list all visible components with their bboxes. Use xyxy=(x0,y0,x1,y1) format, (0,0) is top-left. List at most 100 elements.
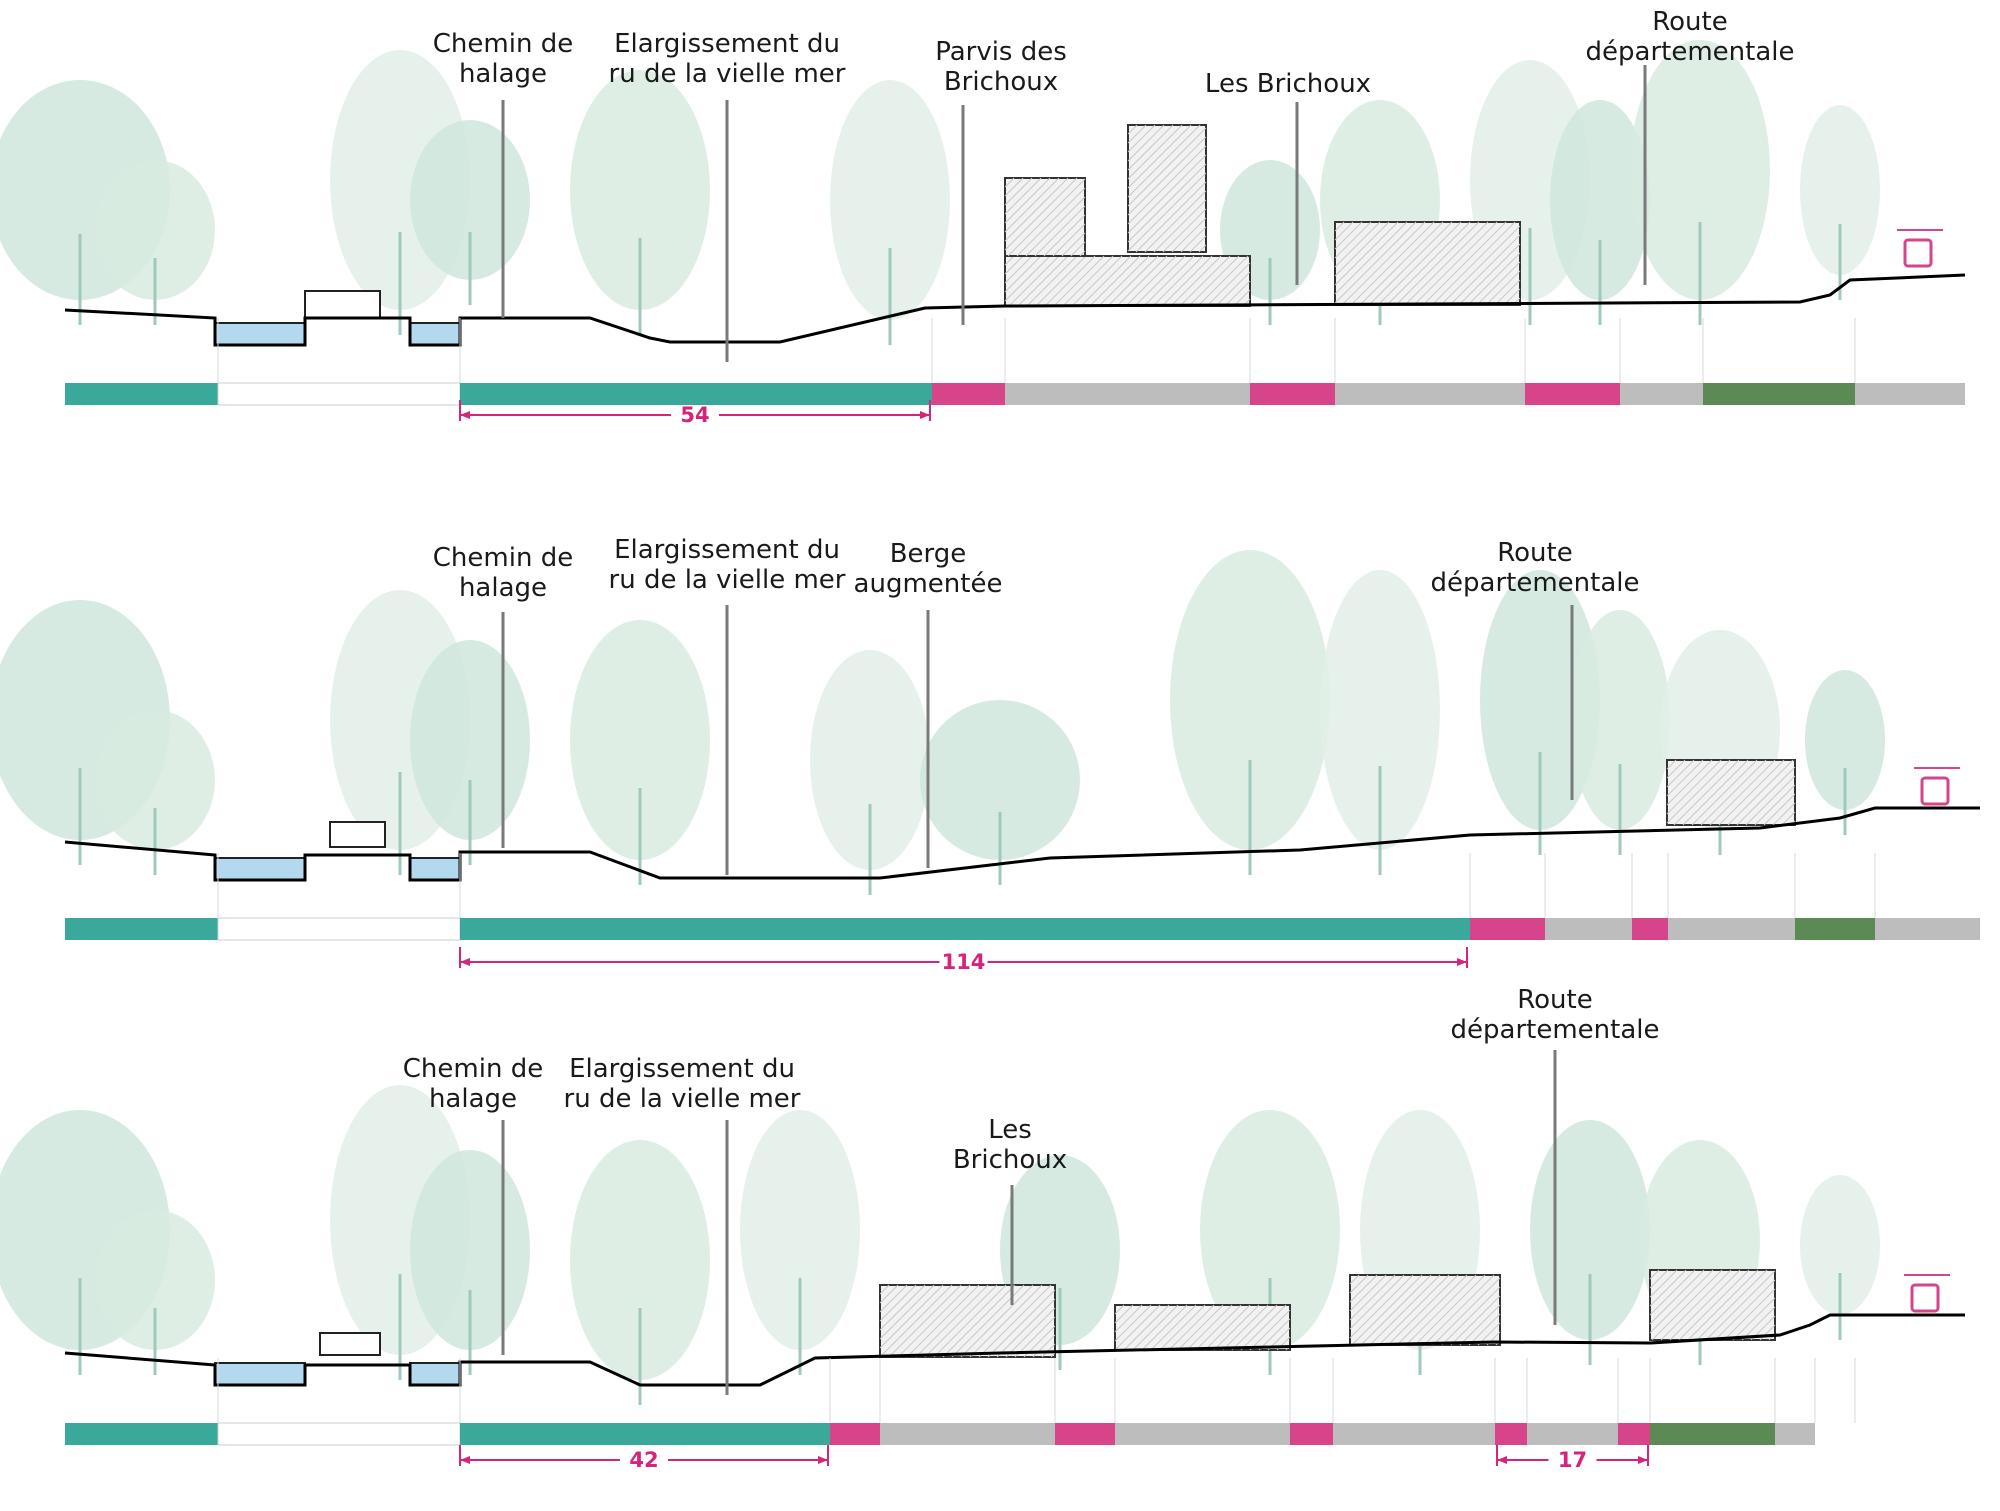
building-hatch xyxy=(1025,196,1086,257)
building-hatch xyxy=(1053,255,1105,307)
tree-canopy xyxy=(1200,1110,1340,1350)
zone-band-grey xyxy=(1775,1423,1815,1445)
building-hatch xyxy=(1441,1286,1501,1346)
label-line: Chemin de xyxy=(403,1054,543,1084)
building-hatch xyxy=(1004,177,1078,251)
building-hatch xyxy=(1004,177,1069,242)
building-hatch xyxy=(1107,255,1159,307)
building-hatch xyxy=(1334,221,1381,268)
building-hatch xyxy=(1127,124,1147,144)
dimension-arrow xyxy=(1638,1456,1648,1464)
building-hatch xyxy=(1649,1269,1696,1316)
building-hatch xyxy=(1349,1274,1387,1312)
building-hatch xyxy=(879,1284,935,1340)
zone-band-white xyxy=(217,382,461,406)
zone-band-grey xyxy=(1527,1423,1618,1445)
building-hatch xyxy=(1666,759,1731,824)
tree-canopy xyxy=(570,620,710,860)
building-hatch xyxy=(1079,250,1086,257)
building-hatch xyxy=(879,1284,917,1322)
building-hatch xyxy=(1004,177,1060,233)
tree-canopy xyxy=(830,80,950,320)
building-hatch xyxy=(1050,1352,1056,1358)
zone-band-teal xyxy=(65,918,218,940)
zone-band-grey xyxy=(1545,918,1632,940)
label-line: Les Brichoux xyxy=(1205,69,1371,99)
building-hatch xyxy=(1127,124,1165,162)
building-hatch xyxy=(1014,1316,1056,1358)
building-hatch xyxy=(1649,1269,1705,1325)
building-hatch xyxy=(1745,775,1796,826)
building-hatch xyxy=(1378,1274,1450,1346)
building-hatch xyxy=(1161,255,1213,307)
building-hatch xyxy=(1673,759,1740,826)
building-hatch xyxy=(879,1284,890,1295)
building-hatch xyxy=(1127,163,1207,243)
building xyxy=(1004,255,1251,307)
building-hatch xyxy=(1026,255,1078,307)
building-hatch xyxy=(1197,255,1249,307)
building-hatch xyxy=(969,1284,1043,1358)
building-hatch xyxy=(1159,1304,1206,1351)
dimension-value: 54 xyxy=(680,403,709,427)
label-brichoux: Les Brichoux xyxy=(1205,69,1371,99)
building-hatch xyxy=(1127,154,1207,234)
building xyxy=(1127,124,1207,253)
building-hatch xyxy=(1089,255,1141,307)
building-hatch xyxy=(1098,255,1150,307)
building-hatch xyxy=(1666,759,1722,815)
building-hatch xyxy=(879,1284,953,1358)
building-hatch xyxy=(1204,1304,1251,1351)
building-hatch xyxy=(1035,255,1087,307)
building-hatch xyxy=(1004,177,1042,215)
building-hatch xyxy=(1334,221,1390,277)
label-line: Brichoux xyxy=(953,1145,1067,1175)
building-hatch xyxy=(1132,1304,1179,1351)
building-hatch xyxy=(1195,1304,1242,1351)
building-hatch xyxy=(1188,255,1240,307)
tree-canopy xyxy=(95,1210,215,1350)
building-hatch xyxy=(1162,208,1207,253)
building-hatch xyxy=(1423,1274,1495,1346)
building-hatch xyxy=(1727,759,1794,826)
building-hatch xyxy=(1258,1318,1291,1351)
building-hatch xyxy=(1687,1269,1759,1341)
zone-band-magenta xyxy=(932,383,1005,405)
tree-canopy xyxy=(1320,570,1440,850)
building-hatch xyxy=(1666,759,1713,806)
building-hatch xyxy=(1334,221,1399,286)
building-hatch xyxy=(1405,1274,1477,1346)
building-hatch xyxy=(1004,255,1051,302)
building-hatch xyxy=(879,1284,908,1313)
building-hatch xyxy=(1431,221,1516,306)
building-hatch xyxy=(1334,221,1408,295)
building-hatch xyxy=(1222,1304,1269,1351)
building-hatch xyxy=(1467,252,1521,306)
building-hatch xyxy=(1349,1274,1414,1339)
building-hatch xyxy=(1422,221,1507,306)
building-hatch xyxy=(1189,235,1207,253)
dimension-value: 42 xyxy=(629,1448,658,1472)
zone-band-grey xyxy=(1333,1423,1495,1445)
building-hatch xyxy=(1395,221,1480,306)
building-hatch xyxy=(933,1284,1007,1358)
building-hatch xyxy=(1004,255,1033,284)
building-hatch xyxy=(1334,221,1417,304)
building-hatch xyxy=(1349,1274,1378,1303)
building-hatch xyxy=(942,1284,1016,1358)
tree-canopy xyxy=(920,700,1080,860)
building-hatch xyxy=(1334,221,1372,259)
zone-band-teal xyxy=(460,383,932,405)
building-hatch xyxy=(1004,177,1033,206)
building-hatch xyxy=(888,1284,962,1358)
building-hatch xyxy=(1368,221,1453,306)
water-channel xyxy=(214,1362,306,1386)
label-line: Route xyxy=(1517,985,1592,1015)
structure xyxy=(319,1332,381,1356)
label-line: départementale xyxy=(1431,568,1640,598)
zone-band-grey xyxy=(880,1423,1055,1445)
dimension-arrow xyxy=(460,411,470,419)
